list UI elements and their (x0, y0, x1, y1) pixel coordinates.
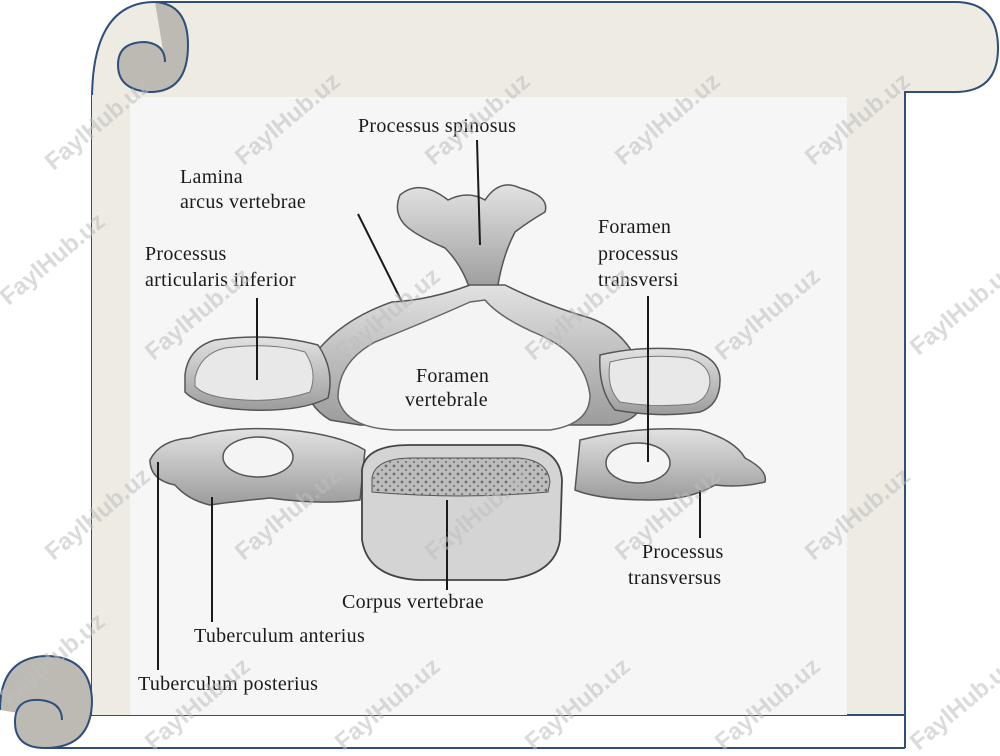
right-transverse-foramen (605, 442, 671, 484)
label-foramen-vert-line2: vertebrale (405, 389, 488, 411)
leader-line-processus-spinosus (476, 139, 481, 246)
label-proc-transv-line2: transversus (628, 567, 722, 589)
label-foramen-proc-line3: transversi (598, 269, 679, 291)
label-foramen-proc-line1: Foramen (598, 216, 672, 238)
label-tub-anterius: Tuberculum anterius (194, 625, 366, 647)
label-foramen-proc-line2: processus (598, 243, 679, 265)
vertebral-body-cancellous (371, 457, 551, 497)
scroll-left-strip (92, 95, 130, 715)
left-transverse-foramen (222, 436, 294, 478)
scroll-bottom-curl (0, 654, 94, 750)
spinous-process (396, 184, 547, 291)
scroll-top-curl (116, 1, 190, 94)
label-lamina-line2: arcus vertebrae (180, 191, 307, 213)
label-tub-posterius: Tuberculum posterius (138, 673, 319, 695)
left-articular-facet (194, 345, 314, 401)
leader-line-lamina (357, 213, 403, 303)
label-foramen-vert-line1: Foramen (416, 365, 490, 387)
label-corpus: Corpus vertebrae (342, 591, 484, 613)
label-processus-spinosus: Processus spinosus (358, 115, 517, 137)
label-lamina-line1: Lamina (180, 166, 243, 188)
vertebral-foramen (337, 299, 591, 431)
label-proc-artic-line1: Processus (145, 243, 227, 265)
right-articular-facet (608, 355, 711, 407)
label-proc-transv-line1: Processus (642, 541, 724, 563)
label-proc-artic-line2: articularis inferior (145, 269, 296, 291)
